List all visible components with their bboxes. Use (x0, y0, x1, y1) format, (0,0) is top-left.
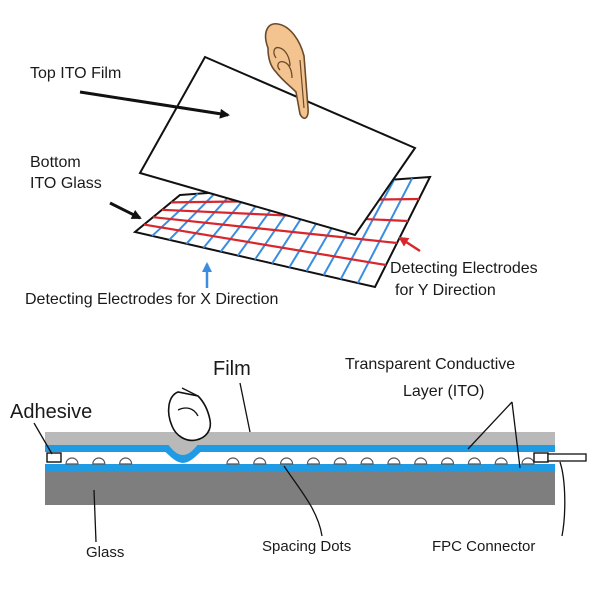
bottom-glass-label-2: ITO Glass (30, 175, 102, 192)
top-ito-layer (45, 445, 555, 452)
x-electrode-line (185, 190, 235, 245)
spacing-dot (387, 457, 401, 465)
glass-leader (93, 489, 97, 543)
bottom-ito-layer (45, 464, 555, 471)
bottom-glass-arrow (109, 201, 142, 220)
ito-label-1: Transparent Conductive (345, 356, 515, 373)
top-film-arrow (79, 90, 230, 119)
cross-section-view: Adhesive Film Transparent Conductive Lay… (10, 356, 587, 561)
spacing-dot (360, 457, 374, 465)
glass-label: Glass (86, 544, 124, 561)
spacing-dot (333, 457, 347, 465)
adhesive-label: Adhesive (10, 401, 92, 423)
finger-icon (264, 23, 309, 120)
x-electrode-line (168, 191, 217, 241)
spacing-dot (521, 457, 535, 465)
fpc-leader (559, 461, 566, 537)
adhesive-right (533, 452, 549, 463)
x-electrode-line (356, 177, 414, 284)
y-electrodes-arrow (398, 236, 421, 253)
spacing-dot (494, 457, 508, 465)
finger-press-icon (167, 387, 212, 442)
y-electrodes-label-1: Detecting Electrodes (390, 260, 538, 277)
spacing-dot (92, 457, 106, 465)
spacing-dot (440, 457, 455, 465)
spacing-dot (226, 457, 240, 465)
spacing-dots-label: Spacing Dots (262, 538, 351, 555)
x-electrode-line (151, 192, 199, 237)
spacing-dot (65, 457, 79, 465)
spacing-dots (65, 457, 535, 465)
fpc-label: FPC Connector (432, 538, 535, 555)
film-leader (239, 382, 251, 433)
fpc-connector (547, 453, 587, 462)
adhesive-leader (33, 422, 53, 455)
x-electrode-line (339, 179, 396, 280)
ito-label-2: Layer (ITO) (403, 383, 485, 400)
spacing-dot (279, 457, 294, 465)
spacing-dot (119, 457, 133, 465)
y-electrode-line (152, 216, 398, 245)
top-ito-film (138, 55, 417, 237)
spacing-dot (306, 457, 321, 465)
y-electrodes-label-2: for Y Direction (395, 282, 496, 299)
y-electrode-line (143, 223, 387, 267)
ito-leader-top (467, 401, 513, 450)
spacing-dot (467, 457, 481, 465)
bottom-glass-label-1: Bottom (30, 154, 81, 171)
spacing-dot (253, 457, 267, 465)
spacing-dot (414, 457, 428, 465)
x-electrodes-label: Detecting Electrodes for X Direction (25, 291, 278, 308)
exploded-view: Top ITO Film Bottom ITO Glass Detecting … (25, 23, 538, 308)
top-ito-film-label: Top ITO Film (30, 65, 121, 82)
spacing-dots-leader (283, 465, 323, 537)
ito-leader-bottom (511, 401, 521, 469)
adhesive-left (46, 452, 62, 463)
film-label: Film (213, 358, 251, 380)
